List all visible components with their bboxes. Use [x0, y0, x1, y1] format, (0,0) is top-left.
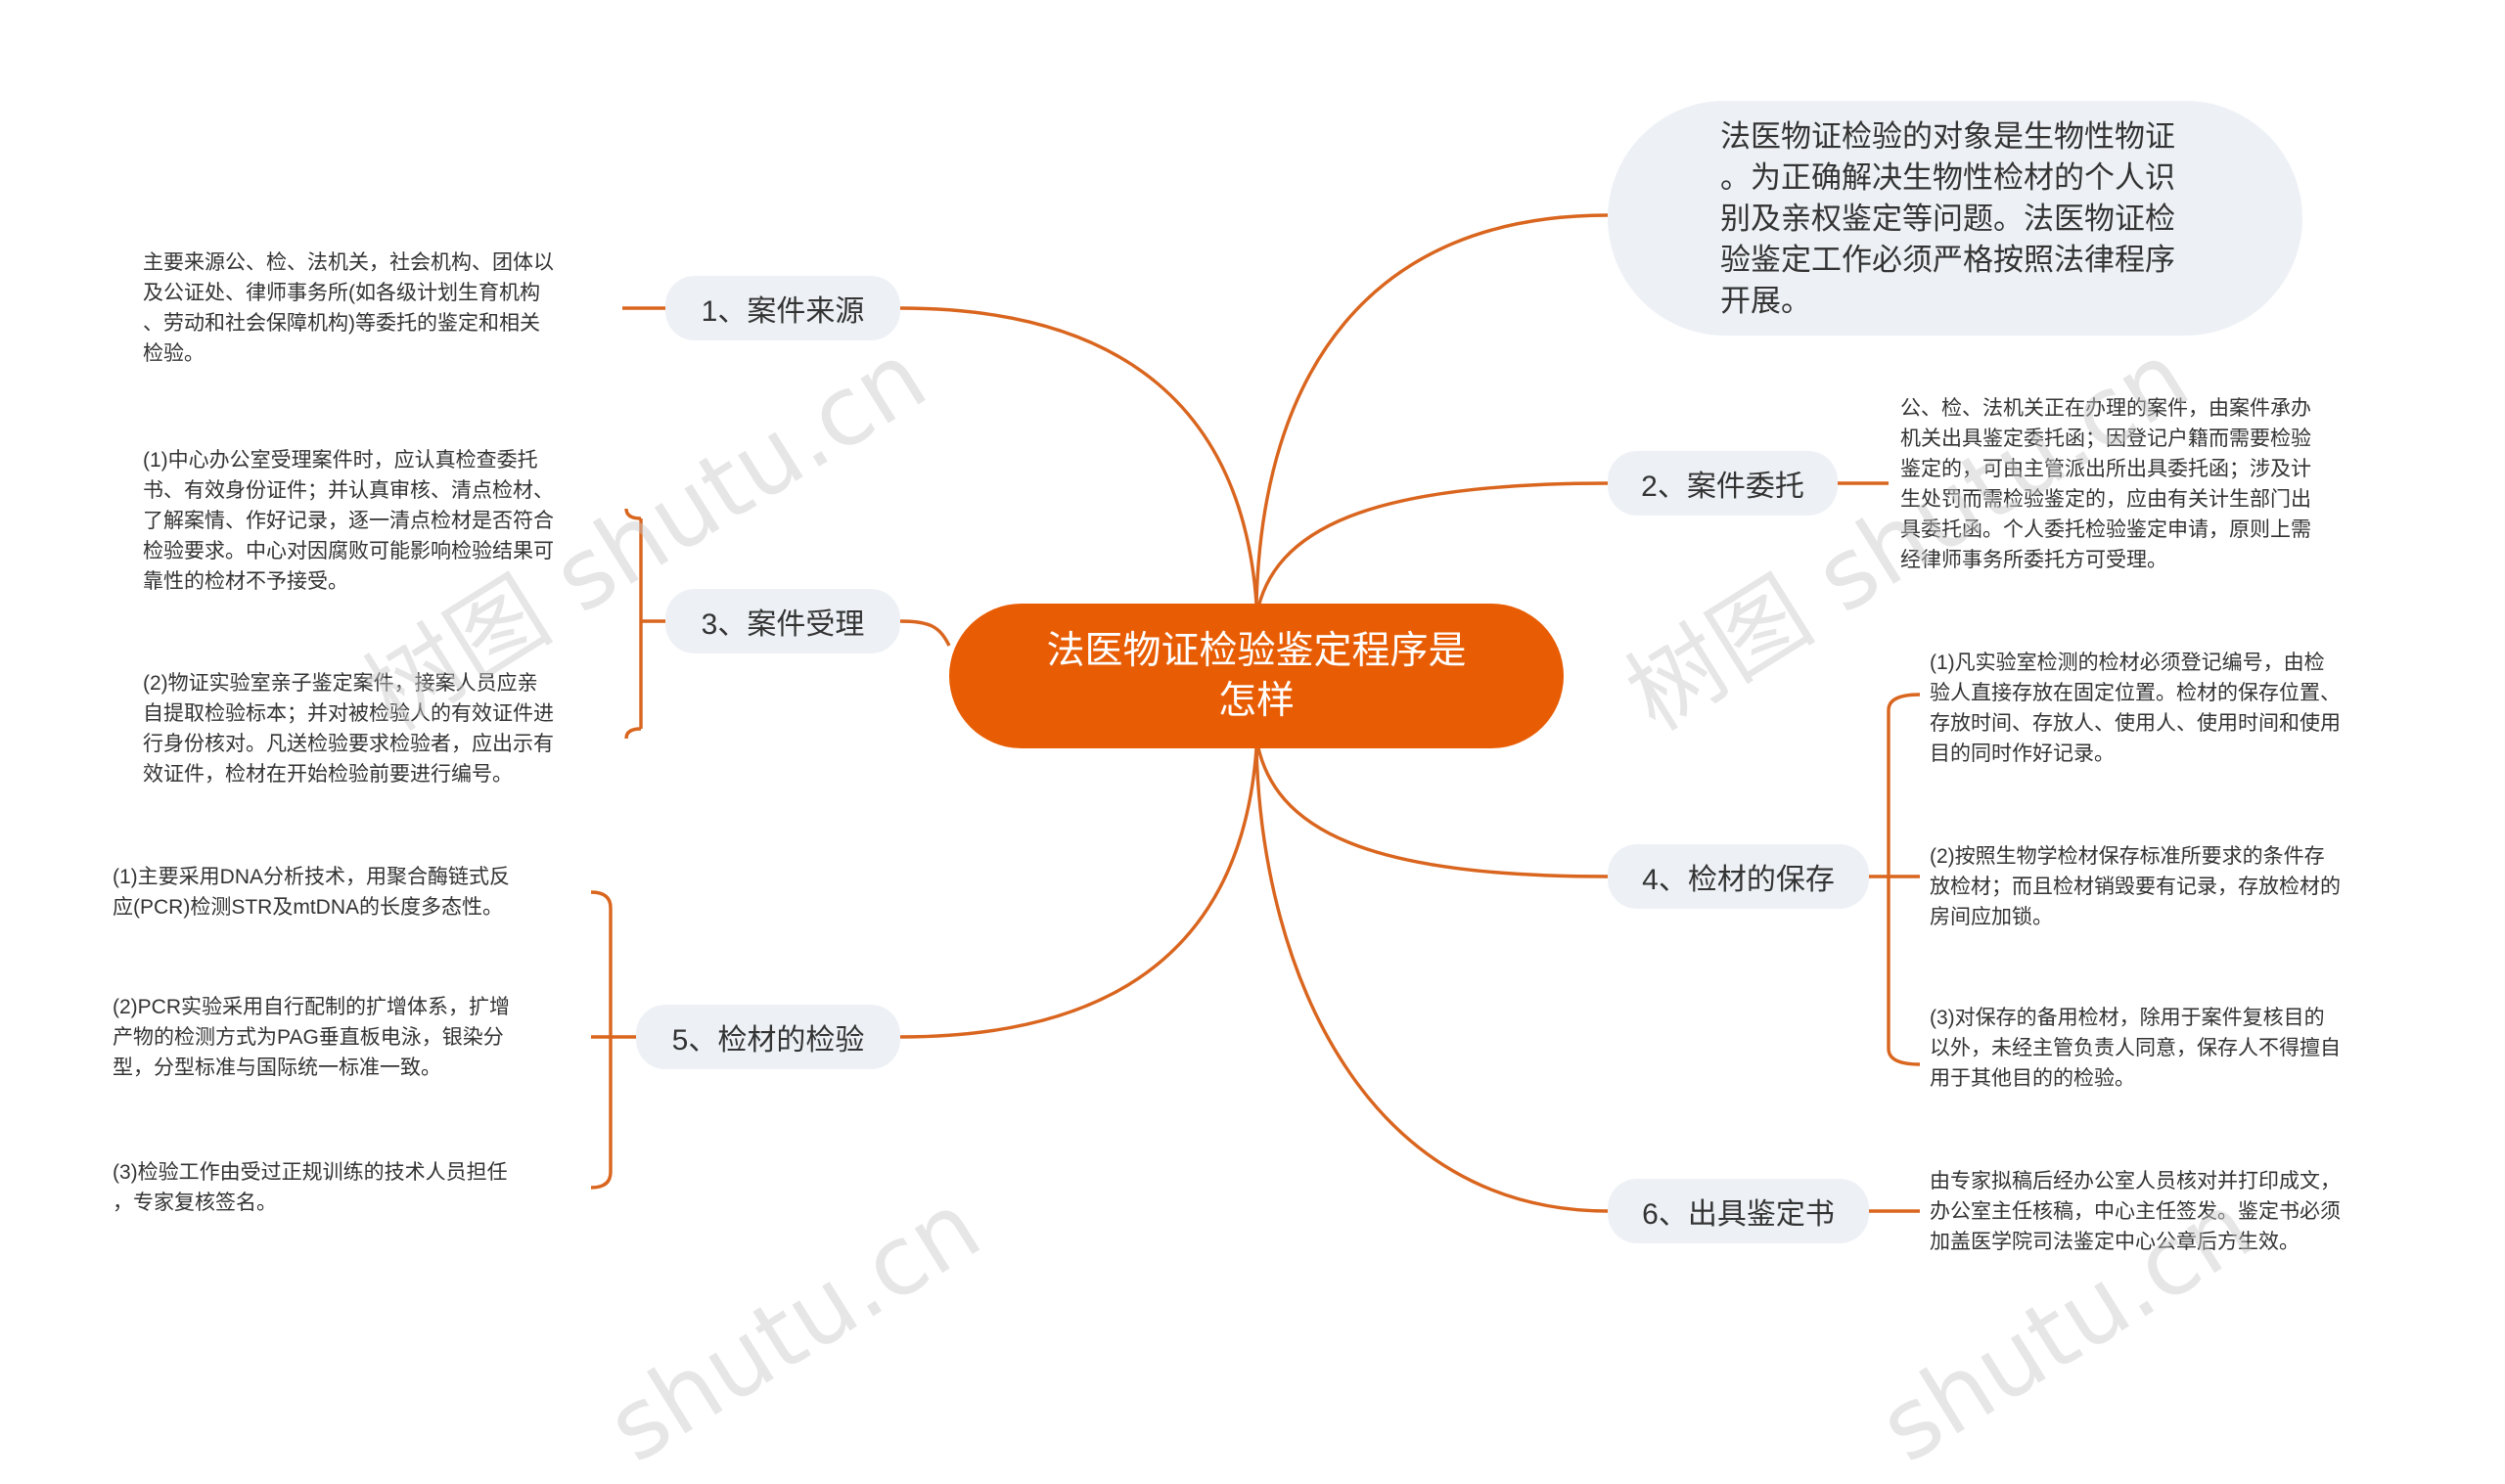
leaf-line: 办公室主任核稿，中心主任签发。鉴定书必须	[1930, 1200, 2341, 1223]
branch-label: 6、出具鉴定书	[1642, 1198, 1835, 1231]
leaf-line: 生处罚而需检验鉴定的，应由有关计生部门出	[1900, 488, 2311, 511]
leaf-line: 由专家拟稿后经办公室人员核对并打印成文，	[1930, 1170, 2341, 1192]
leaf-line: 产物的检测方式为PAG垂直板电泳，银染分	[113, 1026, 504, 1049]
leaf-line: 检验要求。中心对因腐败可能影响检验结果可	[143, 540, 554, 562]
leaf-line: 自提取检验标本；并对被检验人的有效证件进	[143, 702, 554, 725]
leaf-line: 应(PCR)检测STR及mtDNA的长度多态性。	[113, 896, 503, 919]
leaf-line: 经律师事务所委托方可受理。	[1900, 549, 2167, 571]
leaf-line: (1)主要采用DNA分析技术，用聚合酶链式反	[113, 866, 511, 888]
leaf-sample-storage-3[interactable]: (3)对保存的备用检材，除用于案件复核目的 以外，未经主管负责人同意，保存人不得…	[1930, 1003, 2341, 1094]
connector-branch-5	[899, 747, 1258, 1039]
branch-case-source[interactable]: 1、案件来源	[665, 276, 900, 340]
leaf-line: 具委托函。个人委托检验鉴定申请，原则上需	[1900, 518, 2311, 541]
root-topic-text: 法医物证检验鉴定程序是 怎样	[1046, 626, 1466, 726]
leaf-sample-testing-1[interactable]: (1)主要采用DNA分析技术，用聚合酶链式反 应(PCR)检测STR及mtDNA…	[113, 862, 510, 922]
leaf-case-acceptance-2[interactable]: (2)物证实验室亲子鉴定案件，接案人员应亲 自提取检验标本；并对被检验人的有效证…	[143, 668, 554, 789]
leaf-line: (2)PCR实验采用自行配制的扩增体系，扩增	[113, 996, 511, 1018]
connector-intro	[1254, 213, 1609, 605]
leaf-line: 了解案情、作好记录，逐一清点检材是否符合	[143, 510, 554, 532]
leaf-sample-storage-1[interactable]: (1)凡实验室检测的检材必须登记编号，由检 验人直接存放在固定位置。检材的保存位…	[1930, 648, 2341, 769]
leaf-line: 机关出具鉴定委托函；因登记户籍而需要检验	[1900, 427, 2311, 450]
branch-label: 2、案件委托	[1641, 471, 1804, 503]
leaf-case-source[interactable]: 主要来源公、检、法机关，社会机构、团体以 及公证处、律师事务所(如各级计划生育机…	[143, 247, 554, 369]
leaf-case-commission[interactable]: 公、检、法机关正在办理的案件，由案件承办 机关出具鉴定委托函；因登记户籍而需要检…	[1900, 393, 2311, 575]
leaf-line: (3)检验工作由受过正规训练的技术人员担任	[113, 1161, 508, 1184]
intro-line: 验鉴定工作必须严格按照法律程序	[1720, 243, 2175, 277]
branch-sample-storage[interactable]: 4、检材的保存	[1608, 844, 1869, 909]
branch-issue-report[interactable]: 6、出具鉴定书	[1608, 1179, 1869, 1243]
intro-line: 开展。	[1720, 284, 1811, 318]
leaf-line: ，专家复核签名。	[113, 1192, 277, 1214]
leaf-line: 用于其他目的的检验。	[1930, 1067, 2135, 1090]
connector-branch-2	[1254, 481, 1609, 617]
leaf-sample-testing-2[interactable]: (2)PCR实验采用自行配制的扩增体系，扩增 产物的检测方式为PAG垂直板电泳，…	[113, 992, 510, 1083]
leaf-line: 房间应加锁。	[1930, 906, 2053, 928]
leaf-line: (2)物证实验室亲子鉴定案件，接案人员应亲	[143, 672, 538, 695]
root-topic-line-2: 怎样	[1217, 680, 1295, 722]
connector-branch-3	[899, 619, 951, 647]
branch-label: 5、检材的检验	[671, 1024, 865, 1057]
connector-leaf-5	[590, 890, 636, 1190]
branch-sample-testing[interactable]: 5、检材的检验	[636, 1005, 900, 1069]
leaf-sample-storage-2[interactable]: (2)按照生物学检材保存标准所要求的条件存 放检材；而且检材销毁要有记录，存放检…	[1930, 841, 2341, 932]
intro-line: 法医物证检验的对象是生物性物证	[1720, 119, 2175, 154]
leaf-line: 验人直接存放在固定位置。检材的保存位置、	[1930, 682, 2341, 704]
leaf-line: 行身份核对。凡送检验要求检验者，应出示有	[143, 733, 554, 755]
leaf-line: 加盖医学院司法鉴定中心公章后方生效。	[1930, 1231, 2300, 1253]
leaf-line: (1)凡实验室检测的检材必须登记编号，由检	[1930, 652, 2325, 674]
leaf-line: (1)中心办公室受理案件时，应认真检查委托	[143, 449, 538, 472]
root-topic-line-1: 法医物证检验鉴定程序是	[1046, 630, 1467, 672]
leaf-sample-testing-3[interactable]: (3)检验工作由受过正规训练的技术人员担任 ，专家复核签名。	[113, 1157, 508, 1218]
connector-branch-1	[899, 306, 1258, 605]
leaf-line: 以外，未经主管负责人同意，保存人不得擅自	[1930, 1037, 2341, 1059]
leaf-line: 型，分型标准与国际统一标准一致。	[113, 1057, 441, 1079]
leaf-line: 、劳动和社会保障机构)等委托的鉴定和相关	[143, 312, 540, 335]
branch-label: 1、案件来源	[701, 295, 865, 328]
leaf-line: 靠性的检材不予接受。	[143, 570, 348, 593]
connector-leaf-4	[1869, 693, 1921, 1066]
intro-bubble[interactable]: 法医物证检验的对象是生物性物证 。为正确解决生物性检材的个人识 别及亲权鉴定等问…	[1608, 101, 2302, 336]
leaf-line: 及公证处、律师事务所(如各级计划生育机构	[143, 282, 540, 304]
leaf-line: 书、有效身份证件；并认真审核、清点检材、	[143, 479, 554, 502]
branch-label: 3、案件受理	[701, 608, 865, 641]
leaf-line: 目的同时作好记录。	[1930, 742, 2115, 765]
root-topic[interactable]: 法医物证检验鉴定程序是 怎样	[949, 604, 1564, 748]
intro-line: 别及亲权鉴定等问题。法医物证检	[1720, 202, 2175, 236]
leaf-line: 效证件，检材在开始检验前要进行编号。	[143, 763, 513, 786]
leaf-line: 鉴定的，可由主管派出所出具委托函；涉及计	[1900, 458, 2311, 480]
connector-branch-6	[1254, 747, 1609, 1213]
branch-label: 4、检材的保存	[1642, 864, 1835, 896]
leaf-line: 公、检、法机关正在办理的案件，由案件承办	[1900, 397, 2311, 420]
connector-branch-4	[1254, 738, 1609, 878]
connector-layer	[590, 213, 1921, 1213]
leaf-line: (2)按照生物学检材保存标准所要求的条件存	[1930, 845, 2325, 868]
leaf-line: 主要来源公、检、法机关，社会机构、团体以	[143, 251, 554, 274]
leaf-issue-report[interactable]: 由专家拟稿后经办公室人员核对并打印成文， 办公室主任核稿，中心主任签发。鉴定书必…	[1930, 1166, 2341, 1257]
leaf-line: 检验。	[143, 342, 205, 365]
intro-text: 法医物证检验的对象是生物性物证 。为正确解决生物性检材的个人识 别及亲权鉴定等问…	[1720, 119, 2175, 318]
leaf-line: 存放时间、存放人、使用人、使用时间和使用	[1930, 712, 2341, 735]
leaf-case-acceptance-1[interactable]: (1)中心办公室受理案件时，应认真检查委托 书、有效身份证件；并认真审核、清点检…	[143, 445, 554, 597]
leaf-line: (3)对保存的备用检材，除用于案件复核目的	[1930, 1007, 2325, 1029]
branch-case-acceptance[interactable]: 3、案件受理	[665, 589, 900, 653]
connector-leaf-3	[624, 508, 665, 740]
branch-case-commission[interactable]: 2、案件委托	[1608, 451, 1838, 516]
leaf-line: 放检材；而且检材销毁要有记录，存放检材的	[1930, 876, 2341, 898]
intro-line: 。为正确解决生物性检材的个人识	[1720, 160, 2175, 195]
